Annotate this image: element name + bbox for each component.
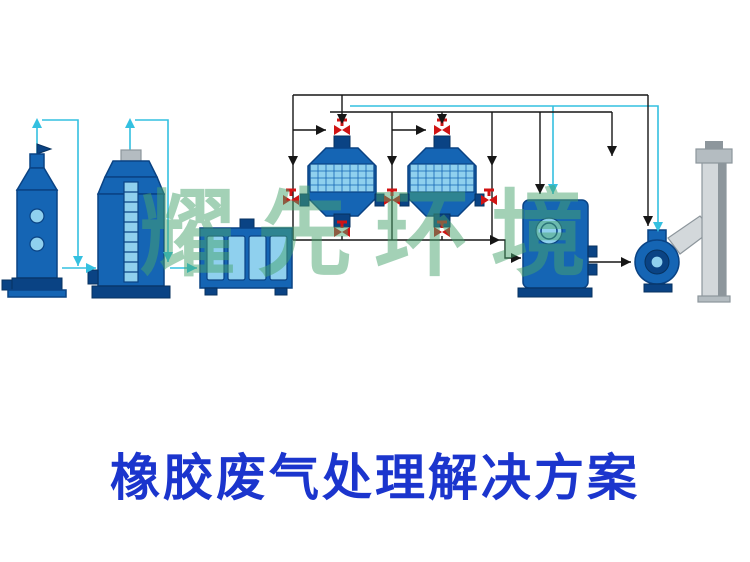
- adsorption-tank-2: [399, 135, 485, 228]
- packed-scrubber-tower: [87, 149, 171, 299]
- spray-tower: [1, 143, 67, 298]
- valve-icon: [283, 188, 299, 205]
- sight-glass-icon: [29, 236, 45, 252]
- uv-photolysis-box: [199, 218, 293, 296]
- adsorption-tank-1: [299, 135, 385, 228]
- tank-window-icon: [535, 217, 563, 245]
- fan-hub-icon: [650, 255, 664, 269]
- centrifugal-fan: [634, 229, 680, 293]
- valve-icon: [481, 188, 497, 205]
- cyan-piping: [36, 105, 659, 269]
- sight-glass-icon: [29, 208, 45, 224]
- page-title: 橡胶废气处理解决方案: [110, 448, 640, 507]
- settling-tank: [517, 199, 598, 298]
- tower-flag-icon: [36, 143, 53, 155]
- exhaust-chimney: [695, 141, 733, 303]
